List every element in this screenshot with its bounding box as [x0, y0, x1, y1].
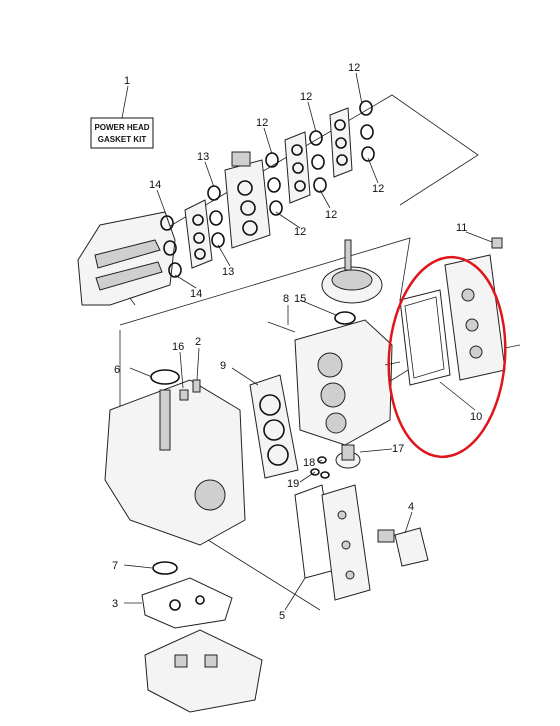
highlight-circle [387, 255, 507, 459]
callout-19: 19 [287, 478, 299, 490]
kit-label-line1: POWER HEAD [94, 123, 149, 132]
callout-labels: 1 2 3 4 5 6 7 8 9 10 11 12 12 12 12 12 1… [112, 62, 482, 622]
gasket-kit-box: POWER HEAD GASKET KIT [90, 85, 154, 149]
callout-12-a: 12 [348, 62, 360, 74]
leader-lines [123, 72, 493, 611]
crankcase [104, 369, 246, 575]
callout-3: 3 [112, 598, 118, 610]
head-gasket [249, 374, 299, 479]
base-gasket-and-lower-case [141, 577, 263, 713]
callout-5: 5 [279, 610, 285, 622]
callout-1: 1 [124, 75, 130, 87]
callout-12-c: 12 [256, 117, 268, 129]
carburetor-plates [184, 107, 353, 269]
cover-plate-gasket [294, 484, 371, 601]
callout-11: 11 [456, 222, 467, 234]
o-rings [160, 100, 375, 278]
callout-18: 18 [303, 457, 315, 469]
callout-12-d: 12 [372, 183, 384, 195]
callout-16: 16 [172, 341, 184, 353]
thermostat-parts [310, 444, 429, 567]
cylinder-block-center [267, 319, 393, 446]
callout-14-a: 14 [149, 179, 161, 191]
callout-7: 7 [112, 560, 118, 572]
flywheel-cover [321, 239, 383, 325]
intake-manifold [77, 211, 176, 306]
callout-12-b: 12 [300, 91, 312, 103]
callout-10: 10 [470, 411, 482, 423]
kit-label-line2: GASKET KIT [98, 135, 147, 144]
callout-17: 17 [392, 443, 404, 455]
callout-6: 6 [114, 364, 120, 376]
callout-13-b: 13 [222, 266, 234, 278]
callout-12-f: 12 [294, 226, 306, 238]
callout-9: 9 [220, 360, 226, 372]
callout-13-a: 13 [197, 151, 209, 163]
callout-15: 15 [294, 293, 306, 305]
callout-4: 4 [408, 501, 414, 513]
callout-8: 8 [283, 293, 289, 305]
callout-14-b: 14 [190, 288, 202, 300]
callout-12-e: 12 [325, 209, 337, 221]
callout-2: 2 [195, 336, 201, 348]
